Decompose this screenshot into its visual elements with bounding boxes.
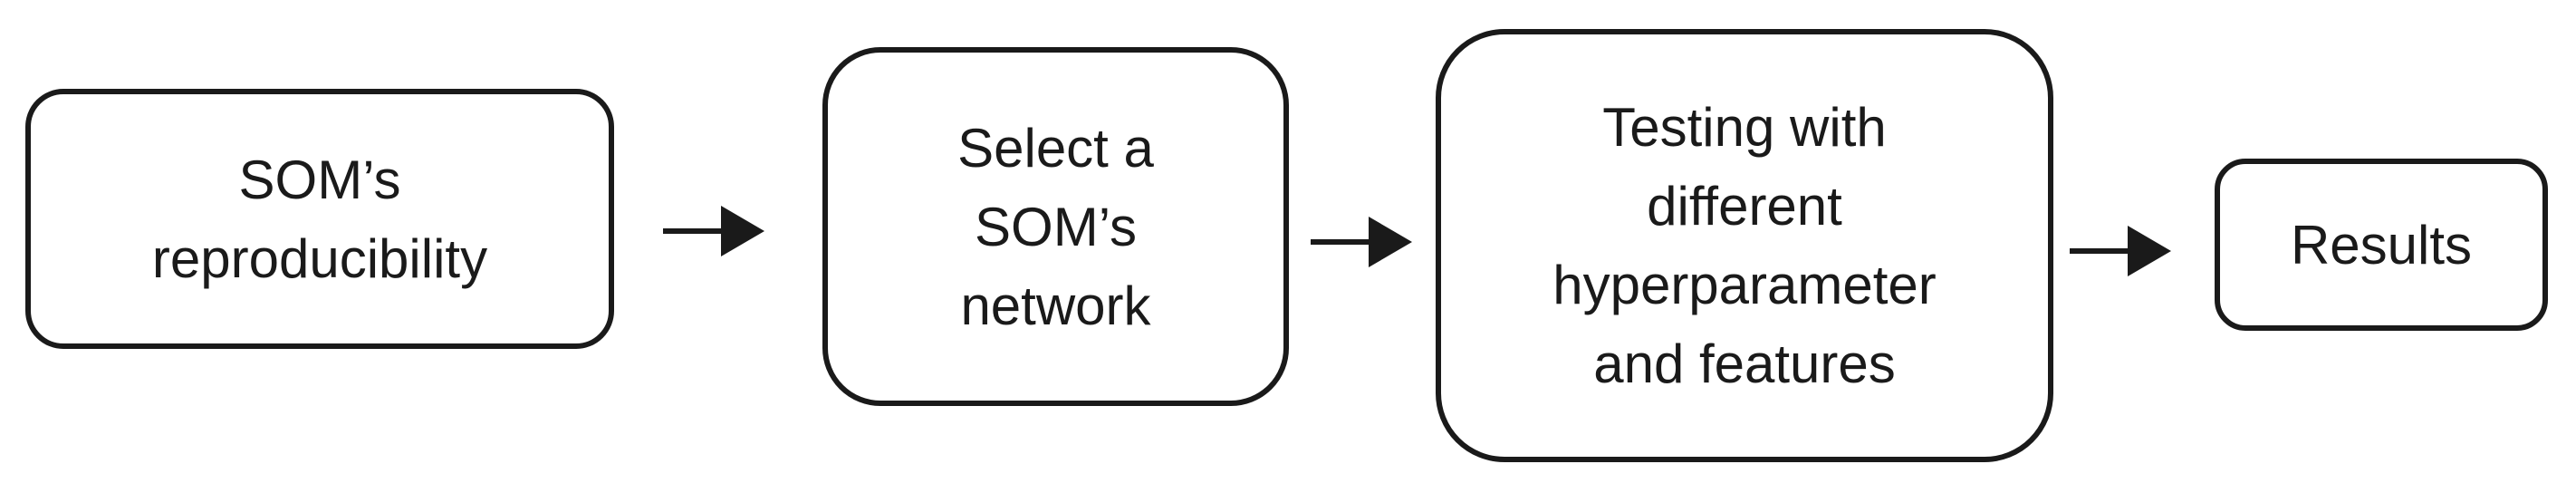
- arrow-right-icon: [1311, 217, 1412, 267]
- flow-step-label: Testing with different hyperparameter an…: [1552, 97, 1937, 394]
- flow-step-soms-reproducibility: SOM’s reproducibility: [25, 89, 614, 349]
- flow-step-testing-hyperparameter-features: Testing with different hyperparameter an…: [1436, 29, 2053, 462]
- arrow-right-icon: [663, 206, 764, 256]
- flow-step-label: Select a SOM’s network: [957, 117, 1154, 336]
- flow-step-results: Results: [2215, 159, 2548, 331]
- flow-step-label: SOM’s reproducibility: [151, 149, 488, 289]
- arrow-right-icon: [2070, 226, 2171, 276]
- flow-step-select-soms-network: Select a SOM’s network: [822, 47, 1289, 406]
- flow-step-label: Results: [2290, 214, 2473, 276]
